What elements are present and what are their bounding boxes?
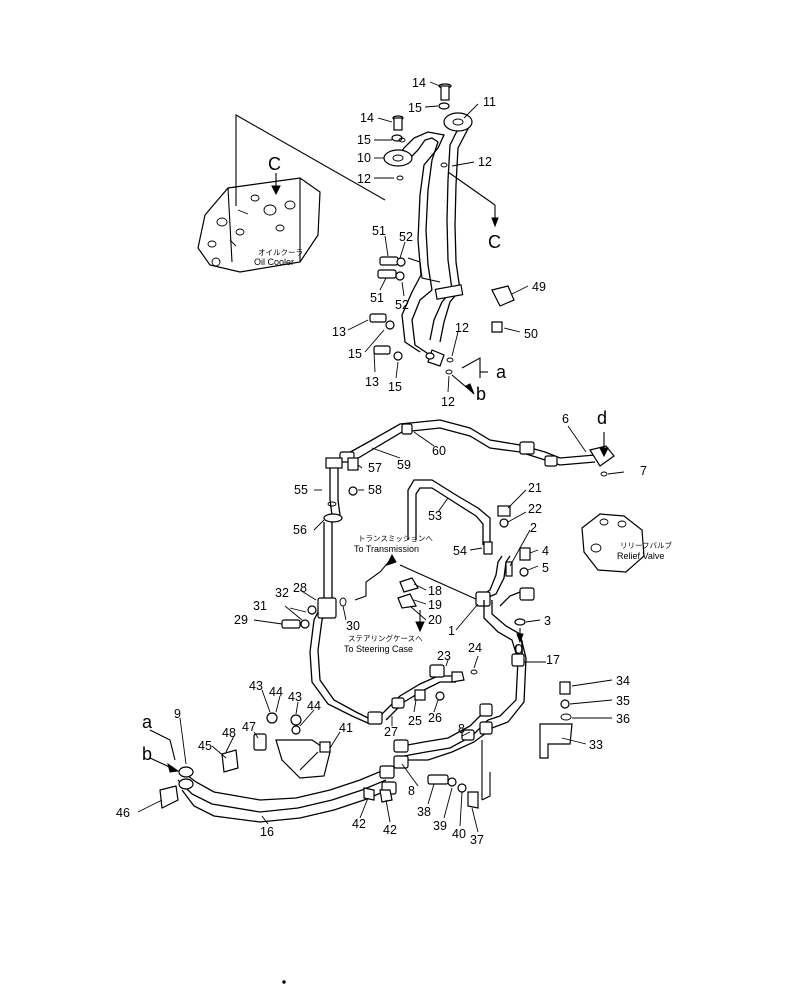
callout-49: 49 — [532, 280, 546, 294]
callout-45: 45 — [198, 739, 212, 753]
callout-60: 60 — [432, 444, 446, 458]
ref-letter-c-top: C — [268, 154, 281, 174]
callout-59: 59 — [397, 458, 411, 472]
callout-16: 16 — [260, 825, 274, 839]
callout-9: 9 — [174, 707, 181, 721]
relief-valve-label: Relief Valve — [617, 551, 664, 561]
callout-18: 18 — [428, 584, 442, 598]
callout-5: 5 — [542, 561, 549, 575]
callout-33: 33 — [589, 738, 603, 752]
callout-12: 12 — [441, 395, 455, 409]
oil-cooler: オイルクーラ Oil Cooler C — [197, 114, 386, 273]
callout-25: 25 — [408, 714, 422, 728]
callout-28: 28 — [293, 581, 307, 595]
callout-55: 55 — [294, 483, 308, 497]
callout-50: 50 — [524, 327, 538, 341]
callout-37: 37 — [470, 833, 484, 847]
callout-22: 22 — [528, 502, 542, 516]
callout-40: 40 — [452, 827, 466, 841]
to-steering-label: To Steering Case — [344, 644, 413, 654]
callout-3: 3 — [544, 614, 551, 628]
callout-51: 51 — [372, 224, 386, 238]
to-steering-jp-label: ステアリングケースへ — [348, 633, 423, 643]
callout-6: 6 — [562, 412, 569, 426]
callout-numbers: 14 15 11 14 15 10 12 12 51 52 51 52 49 1… — [116, 76, 647, 847]
callout-13: 13 — [365, 375, 379, 389]
oil-cooler-jp-label: オイルクーラ — [258, 248, 303, 257]
callout-13: 13 — [332, 325, 346, 339]
callout-15: 15 — [348, 347, 362, 361]
callout-47: 47 — [242, 720, 256, 734]
callout-36: 36 — [616, 712, 630, 726]
callout-32: 32 — [275, 586, 289, 600]
callout-58: 58 — [368, 483, 382, 497]
callout-48: 48 — [222, 726, 236, 740]
callout-23: 23 — [437, 649, 451, 663]
to-transmission-jp-label: トランスミッションへ — [358, 534, 433, 543]
callout-46: 46 — [116, 806, 130, 820]
ref-letter-b-upper: b — [476, 384, 486, 404]
callout-14: 14 — [412, 76, 426, 90]
callout-19: 19 — [428, 598, 442, 612]
leader-lines — [137, 81, 625, 833]
callout-10: 10 — [357, 151, 371, 165]
callout-12: 12 — [478, 155, 492, 169]
callout-11: 11 — [483, 95, 496, 109]
callout-52: 52 — [399, 230, 413, 244]
callout-26: 26 — [428, 711, 442, 725]
callout-14: 14 — [360, 111, 374, 125]
relief-valve-jp-label: リリーフバルブ — [620, 540, 673, 550]
callout-41: 41 — [339, 721, 353, 735]
callout-31: 31 — [253, 599, 267, 613]
callout-20: 20 — [428, 613, 442, 627]
callout-34: 34 — [616, 674, 630, 688]
callout-53: 53 — [428, 509, 442, 523]
callout-51: 51 — [370, 291, 384, 305]
callout-44: 44 — [307, 699, 321, 713]
ref-letter-b-lower: b — [142, 744, 152, 764]
routing-labels: トランスミッションへ To Transmission ステアリングケースへ To… — [344, 534, 479, 654]
callout-56: 56 — [293, 523, 307, 537]
callout-2: 2 — [530, 521, 537, 535]
ref-letter-d-lower: d — [514, 638, 524, 658]
callout-42: 42 — [352, 817, 366, 831]
to-transmission-label: To Transmission — [354, 544, 419, 554]
callout-30: 30 — [346, 619, 360, 633]
ref-letter-a-upper: a — [496, 362, 507, 382]
callout-8: 8 — [458, 722, 465, 736]
middle-pipes: リリーフバルブ Relief Valve d — [323, 408, 673, 573]
callout-12: 12 — [455, 321, 469, 335]
callout-24: 24 — [468, 641, 482, 655]
ref-letter-a-lower: a — [142, 712, 153, 732]
callout-52: 52 — [395, 298, 409, 312]
callout-38: 38 — [417, 805, 431, 819]
upper-pipes: C a b — [383, 83, 515, 404]
callout-35: 35 — [616, 694, 630, 708]
callout-27: 27 — [384, 725, 398, 739]
callout-7: 7 — [640, 464, 647, 478]
ref-letter-c-right: C — [488, 232, 501, 252]
callout-8: 8 — [408, 784, 415, 798]
callout-39: 39 — [433, 819, 447, 833]
callout-43: 43 — [249, 679, 263, 693]
callout-15: 15 — [388, 380, 402, 394]
callout-15: 15 — [408, 101, 422, 115]
callout-42: 42 — [383, 823, 397, 837]
callout-21: 21 — [528, 481, 542, 495]
callout-1: 1 — [448, 624, 455, 638]
callout-44: 44 — [269, 685, 283, 699]
callout-17: 17 — [546, 653, 560, 667]
callout-57: 57 — [368, 461, 382, 475]
callout-29: 29 — [234, 613, 248, 627]
upper-bolts — [369, 137, 503, 361]
callout-15: 15 — [357, 133, 371, 147]
callout-4: 4 — [542, 544, 549, 558]
lower-pipes: d — [142, 522, 573, 984]
ref-letter-d-top: d — [597, 408, 607, 428]
callout-12: 12 — [357, 172, 371, 186]
oil-cooler-label: Oil Cooler — [254, 257, 294, 267]
callout-54: 54 — [453, 544, 467, 558]
callout-43: 43 — [288, 690, 302, 704]
